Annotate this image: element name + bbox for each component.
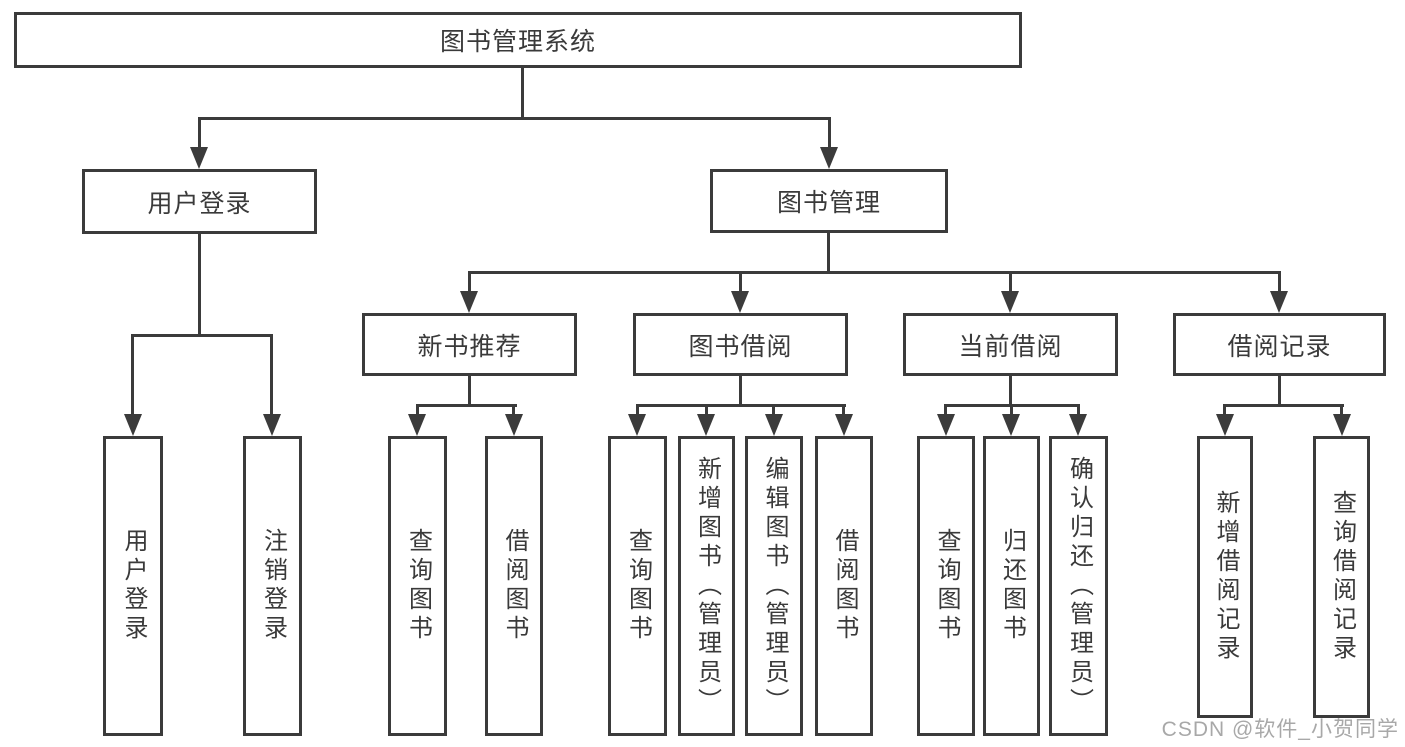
leaf-edit-books-admin-label: 编辑图书（管理员） bbox=[761, 455, 788, 717]
arrow-down-icon bbox=[460, 291, 478, 313]
connector-line bbox=[131, 334, 272, 337]
leaf-query-books-current: 查询图书 bbox=[917, 436, 975, 736]
arrow-down-icon bbox=[1333, 414, 1351, 436]
connector-line bbox=[416, 404, 419, 418]
connector-line bbox=[270, 334, 273, 416]
leaf-query-borrow-record-label: 查询借阅记录 bbox=[1328, 490, 1356, 664]
connector-line bbox=[468, 271, 471, 293]
leaf-borrow-books-newbook: 借阅图书 bbox=[485, 436, 543, 736]
connector-line bbox=[772, 404, 775, 418]
connector-line bbox=[521, 66, 524, 119]
leaf-logout-label: 注销登录 bbox=[259, 528, 287, 644]
arrow-down-icon bbox=[408, 414, 426, 436]
arrow-down-icon bbox=[505, 414, 523, 436]
connector-line bbox=[198, 232, 201, 336]
connector-line bbox=[1223, 404, 1344, 407]
connector-line bbox=[944, 404, 947, 418]
leaf-edit-books-admin: 编辑图书（管理员） bbox=[745, 436, 803, 736]
node-user-login: 用户登录 bbox=[82, 169, 317, 234]
arrow-down-icon bbox=[765, 414, 783, 436]
arrow-down-icon bbox=[1002, 414, 1020, 436]
connector-line bbox=[1077, 404, 1080, 418]
leaf-confirm-return-admin: 确认归还（管理员） bbox=[1049, 436, 1108, 736]
connector-line bbox=[828, 117, 831, 150]
connector-line bbox=[198, 117, 201, 150]
connector-line bbox=[1223, 404, 1226, 418]
leaf-add-borrow-record: 新增借阅记录 bbox=[1197, 436, 1253, 718]
connector-line bbox=[739, 271, 742, 293]
connector-line bbox=[1010, 404, 1013, 418]
arrow-down-icon bbox=[731, 291, 749, 313]
leaf-add-borrow-record-label: 新增借阅记录 bbox=[1212, 490, 1239, 664]
leaf-borrow-books: 借阅图书 bbox=[815, 436, 873, 736]
node-borrow-records-label: 借阅记录 bbox=[1227, 332, 1332, 361]
connector-line bbox=[468, 271, 1281, 274]
watermark: CSDN @软件_小贺同学 bbox=[1161, 718, 1399, 741]
connector-line bbox=[636, 404, 639, 418]
leaf-user-login: 用户登录 bbox=[103, 436, 163, 736]
arrow-down-icon bbox=[1001, 291, 1019, 313]
node-book-borrow-label: 图书借阅 bbox=[688, 332, 793, 361]
leaf-return-books: 归还图书 bbox=[983, 436, 1040, 736]
leaf-query-books-borrow-label: 查询图书 bbox=[624, 528, 652, 644]
arrow-down-icon bbox=[124, 414, 142, 436]
arrow-down-icon bbox=[937, 414, 955, 436]
connector-line bbox=[198, 117, 831, 120]
connector-line bbox=[416, 404, 517, 407]
node-book-management: 图书管理 bbox=[710, 169, 948, 233]
node-current-borrow: 当前借阅 bbox=[903, 313, 1118, 376]
node-new-book-recommend: 新书推荐 bbox=[362, 313, 577, 376]
arrow-down-icon bbox=[190, 147, 208, 169]
leaf-query-borrow-record: 查询借阅记录 bbox=[1313, 436, 1370, 718]
connector-line bbox=[468, 374, 471, 407]
leaf-add-books-admin-label: 新增图书（管理员） bbox=[693, 455, 721, 717]
arrow-down-icon bbox=[263, 414, 281, 436]
leaf-query-books-borrow: 查询图书 bbox=[608, 436, 667, 736]
leaf-query-books-current-label: 查询图书 bbox=[933, 528, 960, 644]
leaf-add-books-admin: 新增图书（管理员） bbox=[678, 436, 735, 736]
node-root: 图书管理系统 bbox=[14, 12, 1022, 68]
node-book-management-label: 图书管理 bbox=[776, 189, 881, 217]
connector-line bbox=[827, 231, 830, 274]
arrow-down-icon bbox=[628, 414, 646, 436]
connector-line bbox=[1278, 374, 1281, 407]
node-root-label: 图书管理系统 bbox=[439, 28, 596, 56]
leaf-borrow-books-label: 借阅图书 bbox=[831, 528, 858, 644]
node-new-book-recommend-label: 新书推荐 bbox=[417, 332, 522, 361]
connector-line bbox=[636, 404, 846, 407]
arrow-down-icon bbox=[1270, 291, 1288, 313]
arrow-down-icon bbox=[697, 414, 715, 436]
node-borrow-records: 借阅记录 bbox=[1173, 313, 1386, 376]
connector-line bbox=[842, 404, 845, 418]
connector-line bbox=[512, 404, 515, 418]
leaf-query-books-newbook-label: 查询图书 bbox=[404, 528, 432, 644]
arrow-down-icon bbox=[835, 414, 853, 436]
leaf-query-books-newbook: 查询图书 bbox=[388, 436, 447, 736]
leaf-return-books-label: 归还图书 bbox=[998, 528, 1026, 644]
leaf-confirm-return-admin-label: 确认归还（管理员） bbox=[1065, 455, 1093, 717]
connector-line bbox=[1009, 271, 1012, 293]
connector-line bbox=[131, 334, 134, 416]
leaf-borrow-books-newbook-label: 借阅图书 bbox=[501, 528, 528, 644]
leaf-user-login-label: 用户登录 bbox=[120, 528, 147, 644]
connector-line bbox=[739, 374, 742, 407]
arrow-down-icon bbox=[820, 147, 838, 169]
connector-line bbox=[1278, 271, 1281, 293]
node-user-login-label: 用户登录 bbox=[147, 189, 252, 218]
node-current-borrow-label: 当前借阅 bbox=[958, 332, 1063, 361]
connector-line bbox=[705, 404, 708, 418]
arrow-down-icon bbox=[1069, 414, 1087, 436]
leaf-logout: 注销登录 bbox=[243, 436, 302, 736]
connector-line bbox=[1009, 374, 1012, 407]
connector-line bbox=[1340, 404, 1343, 418]
node-book-borrow: 图书借阅 bbox=[633, 313, 848, 376]
arrow-down-icon bbox=[1216, 414, 1234, 436]
